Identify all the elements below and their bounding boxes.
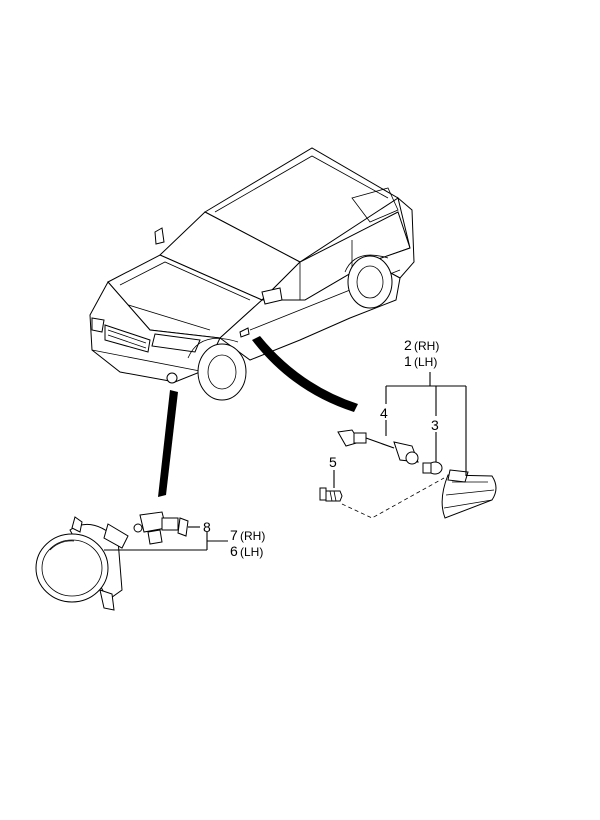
callout-side-7: (RH): [240, 529, 265, 543]
callout-side-6: (LH): [240, 545, 263, 559]
bracket-1-2: [385, 372, 467, 476]
fog-bulb-8: [133, 511, 189, 545]
fog-lamp-pointer: [158, 390, 178, 497]
callout-side-1: (LH): [414, 355, 437, 369]
callout-number-4: 4: [380, 405, 388, 421]
screw-5: [319, 487, 343, 502]
bulb-3: [422, 461, 443, 475]
callout-number-3: 3: [431, 417, 439, 433]
callout-number-1: 1: [404, 353, 412, 369]
callout-number-5: 5: [329, 454, 337, 470]
screw-dashed-line: [341, 477, 445, 519]
callout-number-8: 8: [203, 519, 211, 535]
side-marker-assembly: [441, 469, 497, 519]
callout-number-6: 6: [230, 543, 238, 559]
callout-side-2: (RH): [414, 339, 439, 353]
callout-number-7: 7: [230, 527, 238, 543]
bracket-6-7: [104, 532, 228, 551]
callout-number-2: 2: [404, 337, 412, 353]
socket-wiring-4: [337, 429, 419, 465]
fog-lamp-assembly: [35, 516, 129, 611]
vehicle-illustration: [89, 147, 415, 401]
side-marker-pointer: [252, 336, 358, 412]
